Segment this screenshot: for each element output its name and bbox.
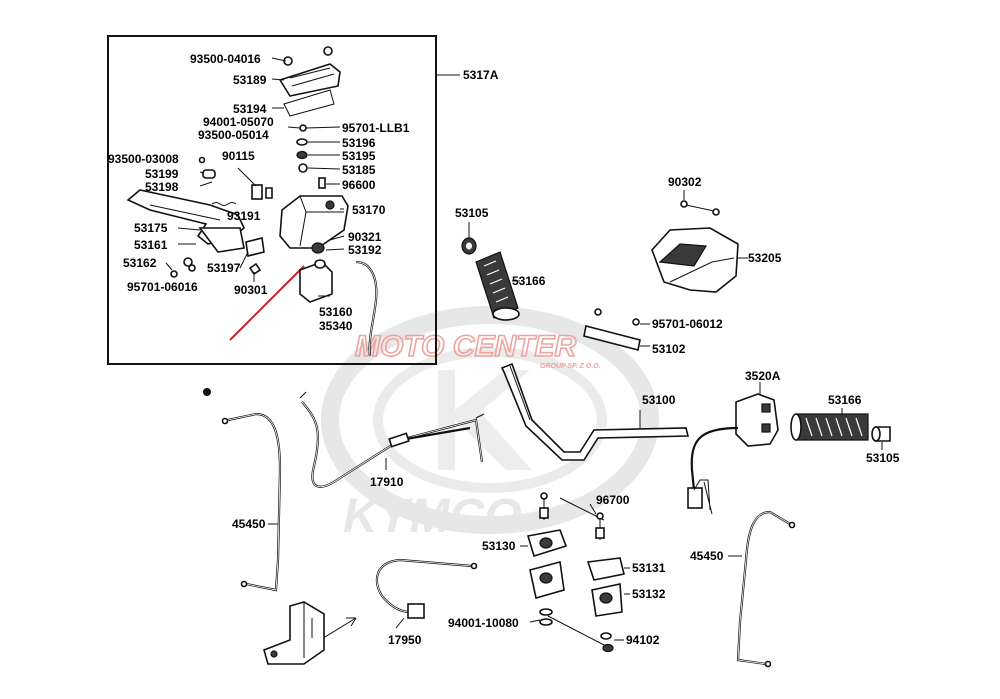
- part-label: 53170: [352, 203, 386, 217]
- part-label: 53189: [233, 73, 267, 87]
- switch-label: 3520A: [745, 369, 781, 383]
- cable-17950-label: 17950: [388, 633, 422, 647]
- throttle-cable: [299, 391, 485, 488]
- part-label: 53161: [134, 238, 168, 252]
- brake-cable-left-label: 45450: [232, 517, 266, 531]
- part-label: 93500-04016: [190, 52, 261, 66]
- watermark-ring-outer: [321, 306, 659, 534]
- part-label: 90115: [222, 149, 255, 163]
- part-label: 93191: [227, 209, 261, 223]
- part-label: 90321: [348, 230, 382, 244]
- part-label: 53175: [134, 221, 168, 235]
- part-label: 53197: [207, 261, 241, 275]
- bracket: [583, 308, 641, 351]
- grip-end-right-label: 53105: [866, 451, 900, 465]
- watermark-brand-text: MOTO CENTER: [355, 330, 576, 363]
- grip-right: [790, 413, 869, 441]
- holder-bolts-label: 96700: [596, 493, 630, 507]
- part-label: 53162: [123, 256, 157, 270]
- detail-box-frame: [107, 35, 437, 365]
- grip-end-left-label: 53105: [455, 206, 489, 220]
- cable-17950: [319, 558, 478, 641]
- part-label: 53198: [145, 180, 179, 194]
- part-label: 35340: [319, 319, 353, 333]
- watermark-k-shape: [438, 370, 532, 470]
- holder-lower-label: 53132: [632, 587, 666, 601]
- cover-label: 53205: [748, 251, 782, 265]
- brake-cable-right: [736, 510, 796, 668]
- grip-right-label: 53166: [828, 393, 862, 407]
- holder-upper-right-label: 53131: [632, 561, 666, 575]
- grip-end-right: [871, 426, 891, 442]
- detail-box: 5317A: [107, 35, 499, 365]
- washer-label: 94001-10080: [448, 616, 519, 630]
- part-label: 95701-LLB1: [342, 121, 410, 135]
- watermark-logo-text: KYMCO: [343, 490, 522, 543]
- bracket-bolt-label: 95701-06012: [652, 317, 723, 331]
- bolt-top-label: 90302: [668, 175, 702, 189]
- bolt-top: [680, 200, 720, 216]
- mounting-bracket: [263, 601, 325, 665]
- part-label: 93500-05014: [198, 128, 269, 142]
- part-label: 53192: [348, 243, 382, 257]
- part-label: 94001-05070: [203, 115, 274, 129]
- watermark-ring-inner: [373, 347, 607, 493]
- watermark: KYMCO MOTO CENTER GROUP SP. Z O.O.: [321, 306, 659, 543]
- grip-end-left: [461, 237, 477, 255]
- detail-pointer: [229, 265, 305, 341]
- handlebar-label: 53100: [642, 393, 676, 407]
- stray-dot: [203, 388, 211, 396]
- detail-part-labels: 93500-04016 53189 53194 94001-05070 9350…: [108, 52, 410, 333]
- handlebar-switch: [687, 393, 779, 515]
- throttle-cable-label: 17910: [370, 475, 404, 489]
- part-label: 53195: [342, 149, 376, 163]
- part-label: 53199: [145, 167, 179, 181]
- brake-cable-right-label: 45450: [690, 549, 724, 563]
- grip-left-label: 53166: [512, 274, 546, 288]
- master-cylinder-drawing: [126, 46, 378, 357]
- handlebar-holders: [526, 492, 625, 653]
- part-label: 53160: [319, 305, 353, 319]
- bracket-label: 53102: [652, 342, 686, 356]
- nut-label: 94102: [626, 633, 660, 647]
- handlebar: [500, 362, 690, 461]
- handlebar-cover: [651, 227, 739, 293]
- brake-cable-left: [221, 412, 282, 592]
- part-label: 53196: [342, 136, 376, 150]
- grip-left: [475, 251, 520, 321]
- part-label: 95701-06016: [127, 280, 198, 294]
- holder-upper-left-label: 53130: [482, 539, 516, 553]
- watermark-brand-sub: GROUP SP. Z O.O.: [540, 363, 601, 370]
- assembly-label: 5317A: [463, 68, 499, 82]
- part-label: 96600: [342, 178, 376, 192]
- handlebar-assembly: 53105 53166 90302 53205: [455, 175, 900, 515]
- part-label: 93500-03008: [108, 152, 179, 166]
- part-label: 53194: [233, 102, 267, 116]
- part-label: 90301: [234, 283, 268, 297]
- part-label: 53185: [342, 163, 376, 177]
